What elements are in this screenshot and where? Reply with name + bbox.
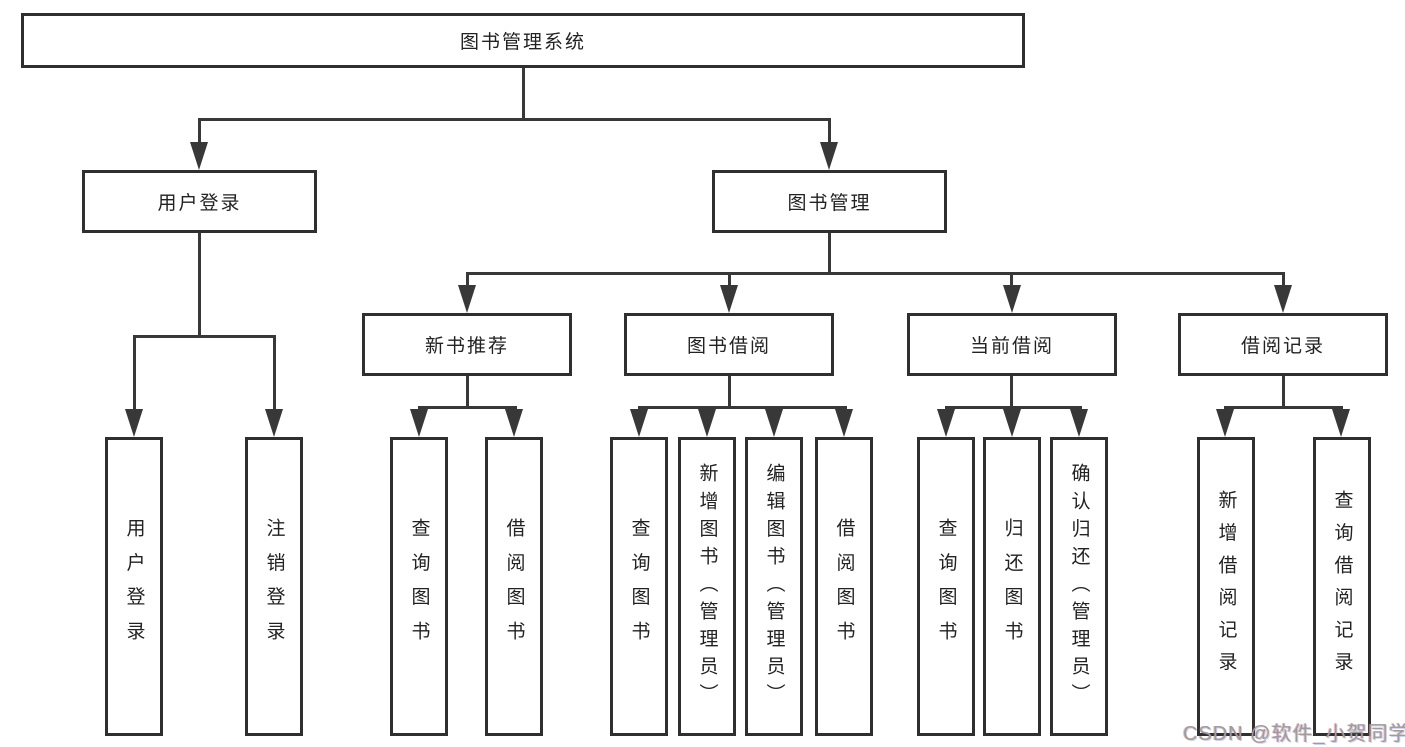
leaf-label: 归还图书 [1001,518,1023,655]
connector-stem [1282,376,1285,409]
node-borrowing-records: 借阅记录 [1178,313,1388,376]
leaf-borrow-books: 借阅图书 [815,437,873,736]
leaf-label: 借阅图书 [503,518,525,655]
leaf-add-books-admin: 新增图书（管理员） [678,437,736,736]
leaf-label: 借阅图书 [833,518,855,655]
leaf-edit-books-admin: 编辑图书（管理员） [745,437,803,736]
arrow-down-icon [1274,285,1292,313]
arrow-down-icon [820,142,838,170]
connector-rail [638,406,847,409]
leaf-label: 查询图书 [628,518,650,655]
connector-drop [828,118,831,144]
arrow-down-icon [410,409,428,437]
node-library-system: 图书管理系统 [21,13,1025,68]
connector-drop [133,335,136,409]
connector-stem [466,376,469,409]
node-user-login: 用户登录 [82,170,317,233]
leaf-label: 查询图书 [408,518,430,655]
node-new-book-recommendation: 新书推荐 [362,313,572,376]
arrow-down-icon [1003,285,1021,313]
connector-drop [273,335,276,409]
arrow-down-icon [835,409,853,437]
arrow-down-icon [1003,409,1021,437]
arrow-down-icon [458,285,476,313]
arrow-down-icon [265,409,283,437]
leaf-logout: 注销登录 [245,437,303,736]
leaf-label: 新增图书（管理员） [696,462,718,711]
leaf-label: 确认归还（管理员） [1068,462,1090,711]
connector-stem [1010,376,1013,409]
connector-drop [1282,272,1285,288]
leaf-user-login: 用户登录 [105,437,163,736]
arrow-down-icon [698,409,716,437]
connector-drop [1010,272,1013,288]
leaf-label: 注销登录 [263,518,285,655]
leaf-label: 查询借阅记录 [1331,489,1353,684]
arrow-down-icon [1070,409,1088,437]
connector-drop [466,272,469,288]
arrow-down-icon [190,142,208,170]
leaf-query-books-borrow: 查询图书 [610,437,668,736]
arrow-down-icon [630,409,648,437]
leaf-query-books-current: 查询图书 [917,437,975,736]
arrow-down-icon [1332,409,1350,437]
connector-rail [466,272,1285,275]
leaf-label: 用户登录 [123,518,145,655]
leaf-label: 新增借阅记录 [1215,489,1237,684]
connector-rail [945,406,1082,409]
arrow-down-icon [937,409,955,437]
leaf-add-borrow-record: 新增借阅记录 [1197,437,1255,736]
arrow-down-icon [505,409,523,437]
leaf-query-borrow-record: 查询借阅记录 [1313,437,1371,736]
connector-stem [828,233,831,275]
arrow-down-icon [720,285,738,313]
leaf-label: 编辑图书（管理员） [763,462,785,711]
leaf-borrow-books-recommend: 借阅图书 [485,437,543,736]
node-current-borrowing: 当前借阅 [907,313,1117,376]
arrow-down-icon [765,409,783,437]
connector-stem [728,376,731,409]
node-book-borrowing: 图书借阅 [624,313,834,376]
csdn-watermark: CSDN @软件_小贺同学 [1183,723,1405,745]
leaf-query-books-recommend: 查询图书 [390,437,448,736]
connector-rail [1224,406,1343,409]
connector-rail [133,335,276,338]
arrow-down-icon [125,409,143,437]
leaf-label: 查询图书 [935,518,957,655]
connector-drop [198,118,201,144]
leaf-confirm-return-admin: 确认归还（管理员） [1050,437,1108,736]
connector-drop [728,272,731,288]
connector-stem [522,68,525,121]
connector-rail [198,118,831,121]
node-book-management: 图书管理 [712,170,947,233]
connector-rail [418,406,517,409]
connector-stem [198,233,201,338]
arrow-down-icon [1216,409,1234,437]
leaf-return-books: 归还图书 [983,437,1041,736]
